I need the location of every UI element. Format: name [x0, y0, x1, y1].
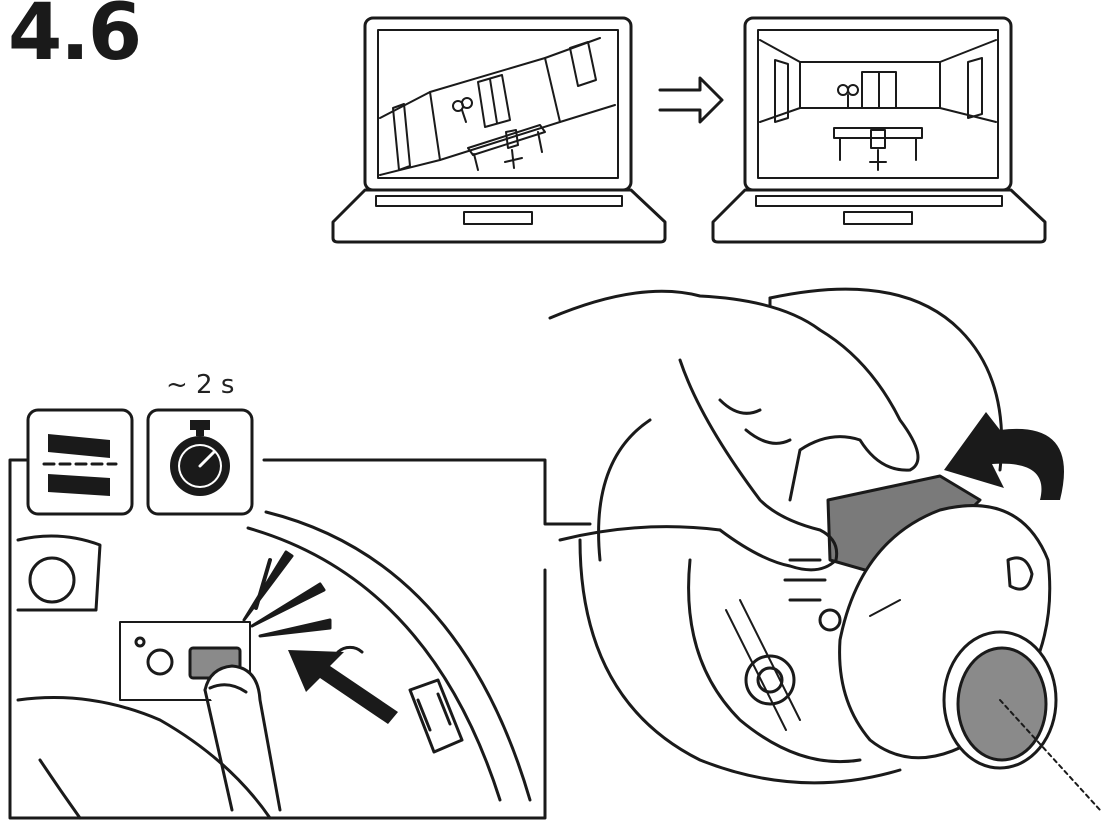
horizon-level-icon	[26, 408, 134, 516]
step-number: 4.6	[8, 0, 142, 78]
arrow-right-icon	[658, 76, 724, 124]
camera-unit	[548, 287, 1101, 811]
timer-duration-label: ~ 2 s	[166, 370, 235, 400]
arrow-press-icon	[288, 650, 398, 724]
rotate-arrow-icon	[944, 412, 1064, 500]
detail-callout	[8, 408, 592, 820]
laptop-corrected-view	[711, 16, 1047, 244]
stopwatch-icon	[146, 408, 254, 516]
laptop-tilted-view	[331, 16, 667, 244]
